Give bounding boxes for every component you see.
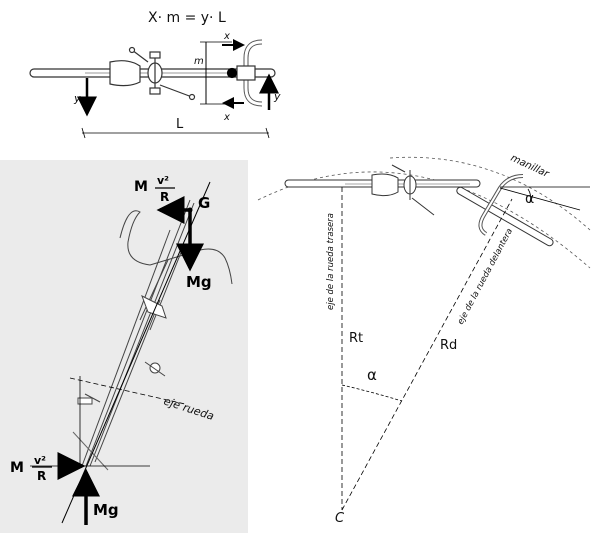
left-diagram: M v² R G Mg eje rueda M v² R Mg xyxy=(10,174,233,525)
label-y-left: y xyxy=(73,92,81,105)
label-C: C xyxy=(335,511,345,526)
front-radius-line xyxy=(341,198,513,511)
frac-den-bottom: R xyxy=(37,469,46,483)
top-bike-drawing xyxy=(29,39,276,107)
lean-axis-line xyxy=(61,181,211,524)
rear-wheel-path-arc xyxy=(257,171,591,269)
frac-num-top: v² xyxy=(157,174,169,187)
label-alpha-bottom: α xyxy=(367,366,377,384)
label-x-bottom: x xyxy=(223,112,230,123)
label-M-top: M xyxy=(134,179,148,195)
wheel-axle-line xyxy=(69,377,186,405)
turning-bike-drawing xyxy=(284,164,554,247)
label-x-top: x xyxy=(223,31,230,42)
left-panel-background xyxy=(0,160,248,533)
label-front-wheel-axis: eje de la rueda delantera xyxy=(456,227,515,327)
right-diagram: manillar α eje de la rueda trasera eje d… xyxy=(257,153,591,526)
frac-num-bottom: v² xyxy=(34,454,46,467)
leaning-bike-drawing xyxy=(72,199,233,471)
frac-den-top: R xyxy=(160,190,169,204)
torque-equation: X· m = y· L xyxy=(148,10,226,26)
alpha-arc-bottom xyxy=(341,384,403,402)
label-M-bottom: M xyxy=(10,460,24,476)
label-y-right: y xyxy=(273,90,281,103)
label-alpha-top: α xyxy=(525,191,534,207)
label-Rt: Rt xyxy=(349,331,363,346)
label-eje-rueda: eje rueda xyxy=(162,394,216,423)
label-Mg-top: Mg xyxy=(186,273,212,291)
label-G: G xyxy=(198,194,210,212)
label-m: m xyxy=(194,56,204,67)
label-L: L xyxy=(176,117,184,132)
label-Mg-bottom: Mg xyxy=(93,501,119,519)
label-Rd: Rd xyxy=(440,338,457,353)
front-wheel-path-arc xyxy=(389,156,591,231)
label-rear-wheel-axis: eje de la rueda trasera xyxy=(326,213,336,310)
top-diagram: X· m = y· L x x m y y L xyxy=(29,10,281,139)
